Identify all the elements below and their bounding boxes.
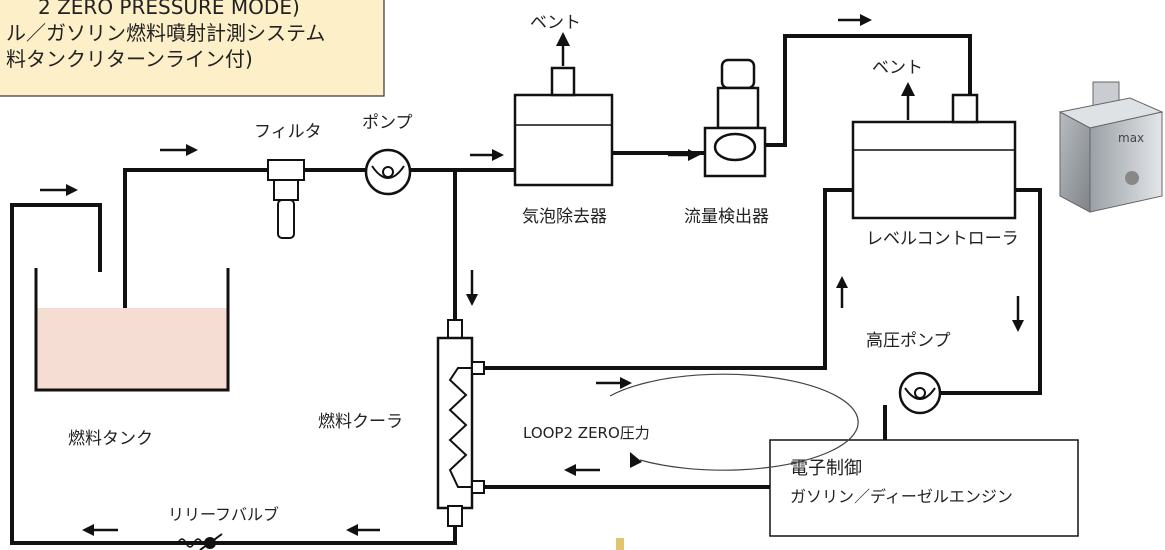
flow-arrows — [40, 14, 1024, 536]
engine-box — [769, 439, 1079, 537]
small-marker — [616, 538, 624, 550]
loop-ellipse — [609, 373, 859, 471]
pump-icon — [364, 148, 412, 196]
deaerator-label: 気泡除去器 — [522, 207, 607, 227]
fuel-tank — [34, 268, 230, 392]
flow-meter-icon — [703, 58, 767, 178]
fuel-cooler-icon — [436, 319, 485, 527]
filter-label: フィルタ — [254, 122, 322, 142]
fuel-tank-label: 燃料タンク — [68, 429, 153, 449]
deaerator-icon — [513, 32, 614, 187]
loop-label: LOOP2 ZERO圧力 — [523, 424, 650, 442]
pipe-network — [10, 34, 1042, 545]
title-line-1: 2 ZERO PRESSURE MODE) — [38, 0, 300, 19]
high-pressure-pump-icon — [898, 371, 942, 415]
relief-valve-label: リリーフバルブ — [168, 505, 279, 524]
high-pressure-pump-label: 高圧ポンプ — [866, 331, 951, 351]
vent-1-label: ベント — [530, 13, 581, 33]
flow-meter-product-icon: max — [1058, 81, 1164, 213]
product-brand: max — [1118, 131, 1144, 145]
filter-icon — [267, 159, 305, 239]
title-line-3: 料タンクリターンライン付) — [6, 47, 253, 71]
title-box: 2 ZERO PRESSURE MODE) ル／ガソリン燃料噴射計測システム 料… — [0, 0, 385, 97]
flow-meter-label: 流量検出器 — [684, 207, 769, 227]
vent-2-label: ベント — [872, 58, 923, 78]
engine-label-1: 電子制御 — [790, 458, 862, 479]
pump-label: ポンプ — [362, 113, 413, 133]
level-controller-label: レベルコントローラ — [866, 229, 1019, 249]
level-controller-icon — [851, 82, 1017, 220]
fuel-cooler-label: 燃料クーラ — [318, 412, 403, 432]
title-line-2: ル／ガソリン燃料噴射計測システム — [6, 21, 325, 45]
relief-valve-icon — [177, 533, 223, 550]
engine-label-2: ガソリン／ディーゼルエンジン — [790, 487, 1013, 506]
